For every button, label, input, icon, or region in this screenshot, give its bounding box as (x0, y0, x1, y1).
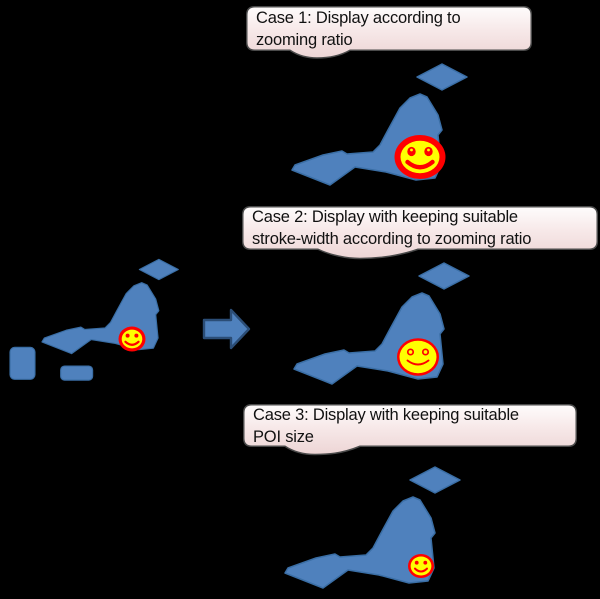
smiley-mouth (405, 159, 435, 170)
case2-label: Case 2: Display with keeping suitable st… (252, 207, 531, 250)
case1-label-line1: Case 1: Display according to (256, 9, 461, 27)
smiley-mouth (124, 340, 140, 346)
case2-label-line2: stroke-width according to zooming ratio (252, 229, 532, 248)
smiley-mouth (414, 567, 428, 573)
smiley-eye-glint (427, 148, 430, 152)
smiley-poi-large-icon (394, 135, 446, 179)
smiley-eye (421, 348, 430, 356)
case3-map (284, 466, 461, 589)
callout-bubble-shape (243, 404, 577, 456)
case1-callout: Case 1: Display according to zooming rat… (246, 6, 532, 60)
smiley-eye (125, 333, 130, 338)
hokkaido-diamond (418, 262, 470, 290)
smiley-eye-glint (410, 148, 413, 152)
case2-map (293, 262, 470, 385)
smiley-eye (414, 560, 419, 565)
smiley-eye (134, 333, 139, 338)
smiley-mouth (406, 359, 430, 366)
case3-label-line1: Case 3: Display with keeping suitable (253, 406, 519, 424)
shikoku-island (60, 365, 94, 381)
case3-label: Case 3: Display with keeping suitable PO… (253, 405, 519, 448)
smiley-eye (423, 560, 428, 565)
case3-callout-bubble (243, 404, 577, 456)
case3-label-line2: POI size (253, 427, 314, 446)
hokkaido-diamond (416, 63, 468, 91)
case2-label-line1: Case 2: Display with keeping suitable (252, 208, 518, 226)
case2-callout: Case 2: Display with keeping suitable st… (242, 206, 598, 260)
hokkaido-diamond (138, 258, 179, 281)
callout-bubble-shape (246, 6, 532, 59)
zoom-arrow-icon (202, 308, 251, 350)
kyushu-island (9, 346, 36, 380)
smiley-poi-icon (118, 326, 146, 352)
case2-callout-bubble (242, 206, 598, 260)
smiley-poi-small-icon (408, 554, 434, 578)
case1-label: Case 1: Display according to zooming rat… (256, 8, 461, 51)
hokkaido-diamond (409, 466, 461, 494)
right-arrow-shape (202, 308, 251, 350)
case1-callout-bubble (246, 6, 532, 59)
smiley-face (410, 556, 432, 576)
smiley-eye (407, 146, 416, 157)
smiley-eye (406, 348, 415, 356)
case1-label-line2: zooming ratio (256, 30, 353, 49)
source-map (9, 258, 179, 381)
smiley-poi-thin-stroke-icon (397, 338, 439, 376)
case3-callout: Case 3: Display with keeping suitable PO… (243, 404, 577, 456)
smiley-face (399, 340, 437, 374)
smiley-eye (424, 146, 433, 157)
callout-bubble-shape (242, 206, 598, 260)
